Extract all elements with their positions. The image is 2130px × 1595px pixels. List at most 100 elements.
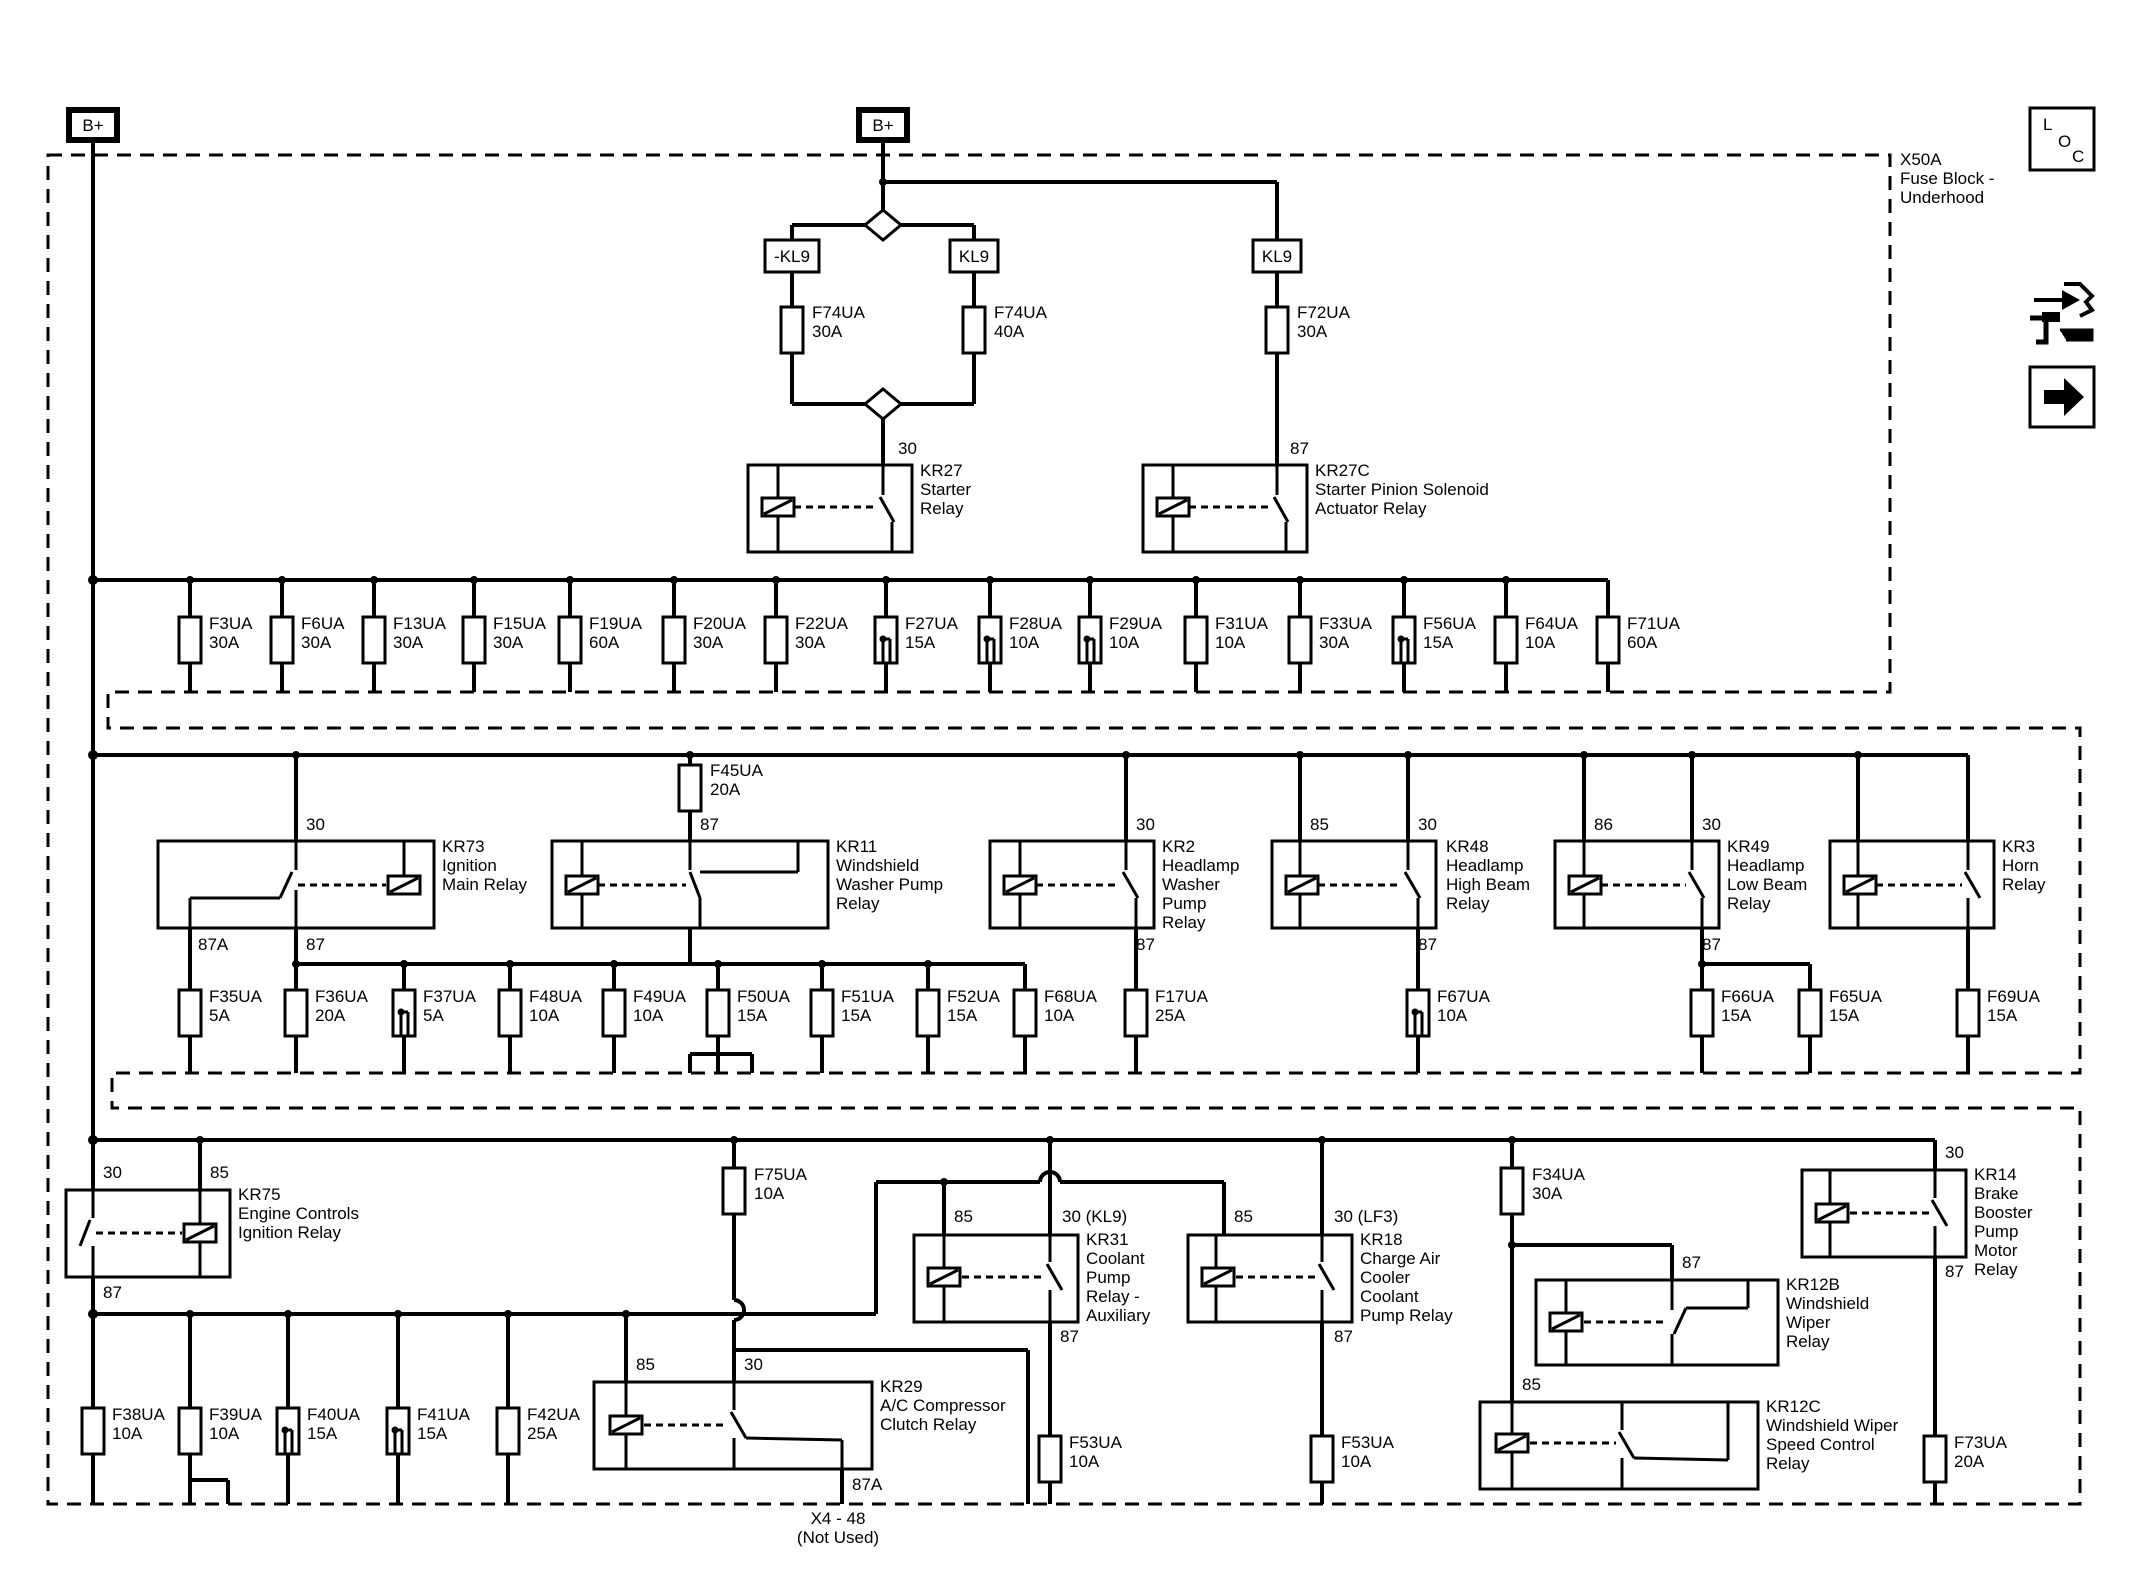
svg-text:KR18: KR18 xyxy=(1360,1230,1403,1249)
svg-text:87: 87 xyxy=(1418,935,1437,954)
svg-text:F15UA: F15UA xyxy=(493,614,547,633)
svg-text:85: 85 xyxy=(954,1207,973,1226)
svg-text:F28UA: F28UA xyxy=(1009,614,1063,633)
svg-text:F64UA: F64UA xyxy=(1525,614,1579,633)
svg-text:High Beam: High Beam xyxy=(1446,875,1530,894)
svg-text:87: 87 xyxy=(1290,439,1309,458)
svg-text:40A: 40A xyxy=(994,322,1025,341)
row2-fuses: F35UA5AF36UA20AF37UA5AF48UA10AF49UA10AF5… xyxy=(177,960,2041,1073)
svg-text:F65UA: F65UA xyxy=(1829,987,1883,1006)
svg-text:85: 85 xyxy=(636,1355,655,1374)
svg-text:10A: 10A xyxy=(633,1006,664,1025)
svg-text:30: 30 xyxy=(744,1355,763,1374)
svg-text:Relay: Relay xyxy=(1446,894,1490,913)
fuse-f74ua-30a: F74UA 30A xyxy=(779,303,866,355)
svg-text:F45UA: F45UA xyxy=(710,761,764,780)
svg-text:87: 87 xyxy=(1334,1327,1353,1346)
svg-text:20A: 20A xyxy=(710,780,741,799)
svg-text:F66UA: F66UA xyxy=(1721,987,1775,1006)
svg-text:Wiper: Wiper xyxy=(1786,1313,1831,1332)
svg-text:KR27: KR27 xyxy=(920,461,963,480)
svg-text:30: 30 xyxy=(898,439,917,458)
splice-bottom xyxy=(862,387,904,421)
svg-text:F31UA: F31UA xyxy=(1215,614,1269,633)
svg-text:KR11: KR11 xyxy=(836,837,877,856)
svg-text:15A: 15A xyxy=(1721,1006,1752,1025)
svg-text:Motor: Motor xyxy=(1974,1241,2018,1260)
relay-kr49: 86 30 KR49 Headlamp Low Beam Relay 87 xyxy=(1553,751,1807,954)
connector-note: (Not Used) xyxy=(797,1528,879,1547)
svg-text:F75UA: F75UA xyxy=(754,1165,808,1184)
svg-text:30A: 30A xyxy=(209,633,240,652)
svg-text:Pump Relay: Pump Relay xyxy=(1360,1306,1453,1325)
svg-text:F40UA: F40UA xyxy=(307,1405,361,1424)
relay-kr2: 30 KR2 Headlamp Washer Pump Relay 87 xyxy=(988,751,1240,954)
row3-fuses: F38UA10AF39UA10AF40UA15AF41UA15AF42UA25A… xyxy=(80,1310,2008,1484)
svg-text:10A: 10A xyxy=(1044,1006,1075,1025)
block-id: X50A xyxy=(1900,150,1942,169)
svg-text:KR73: KR73 xyxy=(442,837,485,856)
svg-text:F36UA: F36UA xyxy=(315,987,369,1006)
svg-text:F53UA: F53UA xyxy=(1341,1433,1395,1452)
svg-text:F41UA: F41UA xyxy=(417,1405,471,1424)
svg-text:Windshield Wiper: Windshield Wiper xyxy=(1766,1416,1899,1435)
relay-kr31: 85 30 (KL9) KR31 Coolant Pump Relay - Au… xyxy=(912,1172,1151,1346)
svg-text:Relay: Relay xyxy=(1162,913,1206,932)
svg-text:F71UA: F71UA xyxy=(1627,614,1681,633)
svg-text:15A: 15A xyxy=(307,1424,338,1443)
svg-text:30A: 30A xyxy=(1297,322,1328,341)
relay-kr27: 30 KR27 Starter Relay xyxy=(746,439,971,554)
connector-x4: X4 - 48 xyxy=(811,1509,866,1528)
relay-kr3: KR3 Horn Relay xyxy=(1828,751,2046,930)
svg-text:87: 87 xyxy=(1945,1262,1964,1281)
svg-text:F52UA: F52UA xyxy=(947,987,1001,1006)
svg-text:Pump: Pump xyxy=(1086,1268,1130,1287)
svg-text:Relay: Relay xyxy=(920,499,964,518)
next-page-arrow-icon[interactable] xyxy=(2028,365,2096,429)
svg-text:87: 87 xyxy=(1136,935,1155,954)
svg-text:B+: B+ xyxy=(872,116,893,135)
svg-text:Relay: Relay xyxy=(1786,1332,1830,1351)
svg-text:KR2: KR2 xyxy=(1162,837,1195,856)
component-views-icon[interactable] xyxy=(2030,282,2096,345)
svg-text:60A: 60A xyxy=(589,633,620,652)
relay-kr48: 85 30 KR48 Headlamp High Beam Relay 87 xyxy=(1270,751,1530,954)
svg-text:30A: 30A xyxy=(795,633,826,652)
svg-text:30A: 30A xyxy=(393,633,424,652)
svg-text:87: 87 xyxy=(1702,935,1721,954)
svg-text:15A: 15A xyxy=(417,1424,448,1443)
svg-text:Horn: Horn xyxy=(2002,856,2039,875)
svg-text:Relay: Relay xyxy=(2002,875,2046,894)
svg-text:87: 87 xyxy=(1682,1253,1701,1272)
svg-text:F69UA: F69UA xyxy=(1987,987,2041,1006)
svg-text:10A: 10A xyxy=(1437,1006,1468,1025)
svg-text:30: 30 xyxy=(1702,815,1721,834)
fuse-block-outline xyxy=(46,153,2082,1506)
svg-text:Actuator Relay: Actuator Relay xyxy=(1315,499,1427,518)
svg-text:5A: 5A xyxy=(209,1006,230,1025)
loc-icon[interactable]: L O C xyxy=(2028,106,2096,172)
kl9-neg-label: -KL9 xyxy=(763,238,821,274)
svg-text:F29UA: F29UA xyxy=(1109,614,1163,633)
relay-kr29: 85 30 KR29 A/C Compressor Clutch Relay 8… xyxy=(592,1310,1006,1494)
svg-text:10A: 10A xyxy=(1109,633,1140,652)
svg-text:A/C Compressor: A/C Compressor xyxy=(880,1396,1006,1415)
svg-text:F3UA: F3UA xyxy=(209,614,253,633)
svg-text:10A: 10A xyxy=(754,1184,785,1203)
svg-text:F35UA: F35UA xyxy=(209,987,263,1006)
